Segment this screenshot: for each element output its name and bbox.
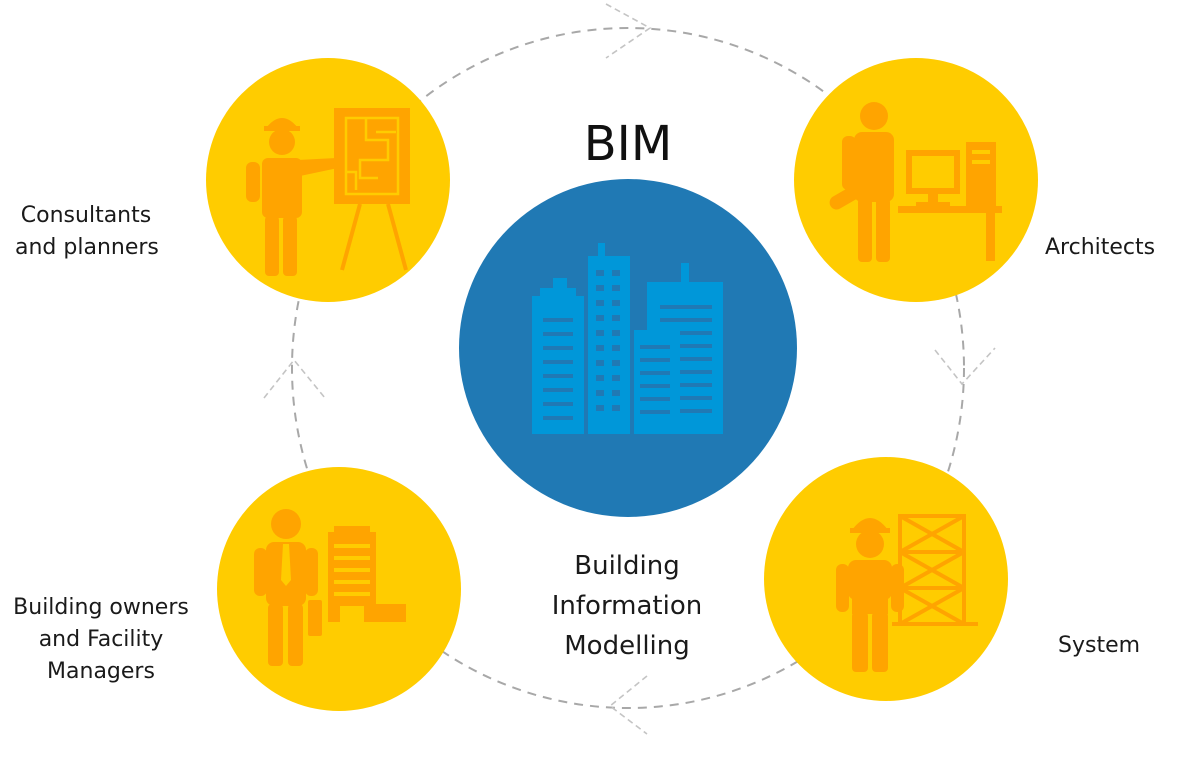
city-buildings-icon — [532, 243, 723, 434]
node-consultants — [206, 58, 450, 302]
center-subtitle-line: Modelling — [564, 631, 690, 661]
label-owners: Building owners and Facility Managers — [8, 592, 194, 688]
center-title: BIM — [583, 116, 673, 172]
label-architects: Architects — [1045, 232, 1155, 264]
construction-worker-scaffold-icon — [836, 514, 978, 672]
cycle-arrows — [263, 3, 996, 735]
label-system: System — [1058, 630, 1140, 662]
label-line: Managers — [47, 659, 155, 684]
cycle-ring — [291, 27, 965, 709]
businessman-building-icon — [254, 509, 406, 666]
label-line: System — [1058, 633, 1141, 658]
arrow-top-icon — [605, 3, 652, 59]
architect-computer-desk-icon — [829, 102, 1002, 262]
label-consultants: Consultants and planners — [15, 200, 159, 264]
node-architects — [794, 58, 1038, 302]
label-line: Consultants — [20, 203, 152, 228]
label-line: and planners — [15, 235, 159, 260]
arrow-bottom-icon — [608, 675, 648, 735]
center-node — [459, 179, 797, 517]
presenter-blueprint-icon — [246, 108, 410, 276]
arrow-right-icon — [934, 347, 996, 386]
label-line: Architects — [1045, 235, 1156, 260]
label-line: Building owners — [13, 595, 189, 620]
arrow-left-icon — [263, 358, 326, 399]
node-system — [764, 457, 1008, 701]
center-subtitle-line: Building — [574, 551, 680, 581]
node-owners — [217, 467, 461, 711]
center-subtitle: Building Information Modelling — [527, 546, 727, 666]
center-subtitle-line: Information — [551, 591, 703, 621]
label-line: and Facility — [38, 627, 164, 652]
